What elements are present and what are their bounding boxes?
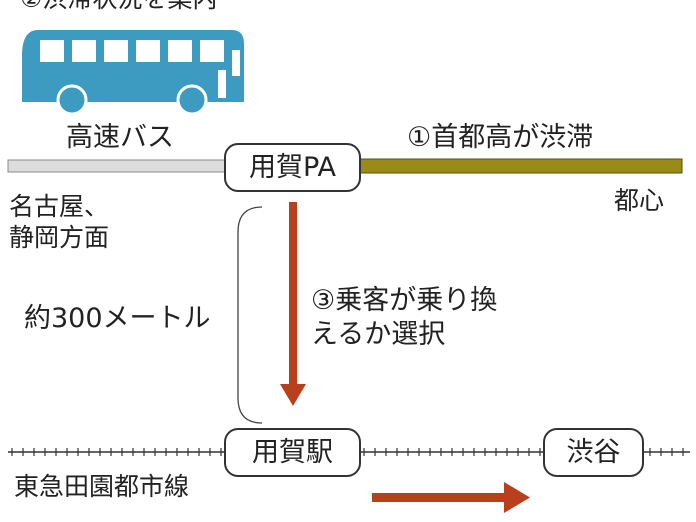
- right-direction-label: 都心: [614, 186, 665, 215]
- title: ②渋滞状況を案内: [20, 0, 217, 11]
- distance-label: 約300メートル: [24, 303, 211, 334]
- left-direction-label: 名古屋、 静岡方面: [9, 192, 110, 252]
- congestion-label: ①首都高が渋滞: [407, 122, 594, 153]
- distance-bracket: [237, 206, 263, 424]
- transfer-down-arrow: [280, 202, 306, 406]
- pa-label: 用賀PA: [248, 152, 337, 183]
- shibuya-label: 渋谷: [566, 437, 621, 468]
- bus-icon: [22, 30, 244, 116]
- rail-direction-arrow: [372, 482, 530, 513]
- station-label: 用賀駅: [252, 437, 333, 468]
- shibuya-box: 渋谷: [543, 428, 644, 477]
- rail-line-label: 東急田園都市線: [14, 472, 190, 501]
- expressway-congested-line: [349, 158, 683, 174]
- bus-label: 高速バス: [66, 122, 174, 153]
- expressway-normal-line: [7, 159, 231, 173]
- station-box: 用賀駅: [224, 428, 361, 477]
- transfer-label: ③乗客が乗り換 えるか選択: [311, 285, 498, 351]
- pa-box: 用賀PA: [224, 143, 361, 192]
